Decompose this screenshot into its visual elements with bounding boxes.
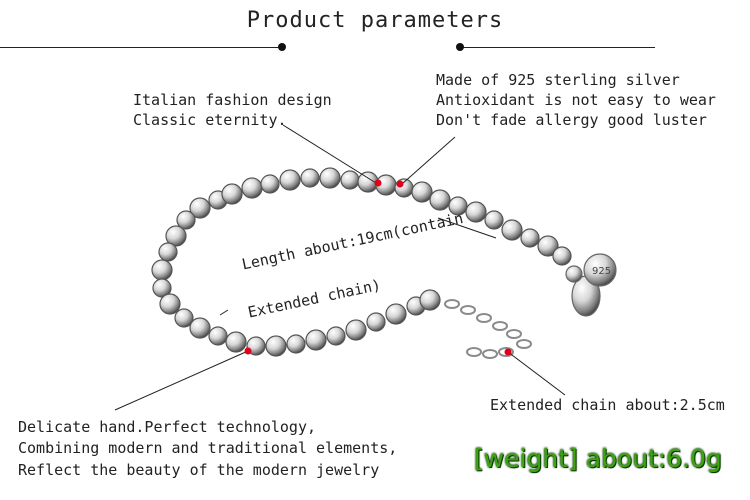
material-callout-line1: Made of 925 sterling silver [436, 71, 680, 89]
extended-chain-callout: Extended chain about:2.5cm [490, 396, 725, 414]
weight-badge: [weight] about:6.0g [474, 444, 722, 473]
pointer-lines [114, 124, 566, 411]
title-divider-left [0, 47, 282, 48]
design-callout-line2: Classic eternity. [133, 111, 287, 129]
craft-callout-line1: Delicate hand.Perfect technology, [18, 418, 317, 436]
material-callout-line2: Antioxidant is not easy to wear [436, 91, 716, 109]
clasp-tag-text: 925 [592, 266, 611, 277]
design-callout-line1: Italian fashion design [133, 91, 332, 109]
clasp [565, 253, 617, 317]
title-divider-right [460, 47, 655, 48]
bracelet-chain [151, 167, 572, 357]
divider-dot-right [456, 43, 464, 51]
marker-dots [244, 179, 512, 356]
divider-dot-left [278, 43, 286, 51]
craft-callout-line2: Combining modern and traditional element… [18, 439, 398, 457]
extension-chain [444, 299, 532, 359]
page-title: Product parameters [246, 8, 504, 33]
material-callout-line3: Don't fade allergy good luster [436, 111, 707, 129]
craft-callout-line3: Reflect the beauty of the modern jewelry [18, 461, 380, 479]
